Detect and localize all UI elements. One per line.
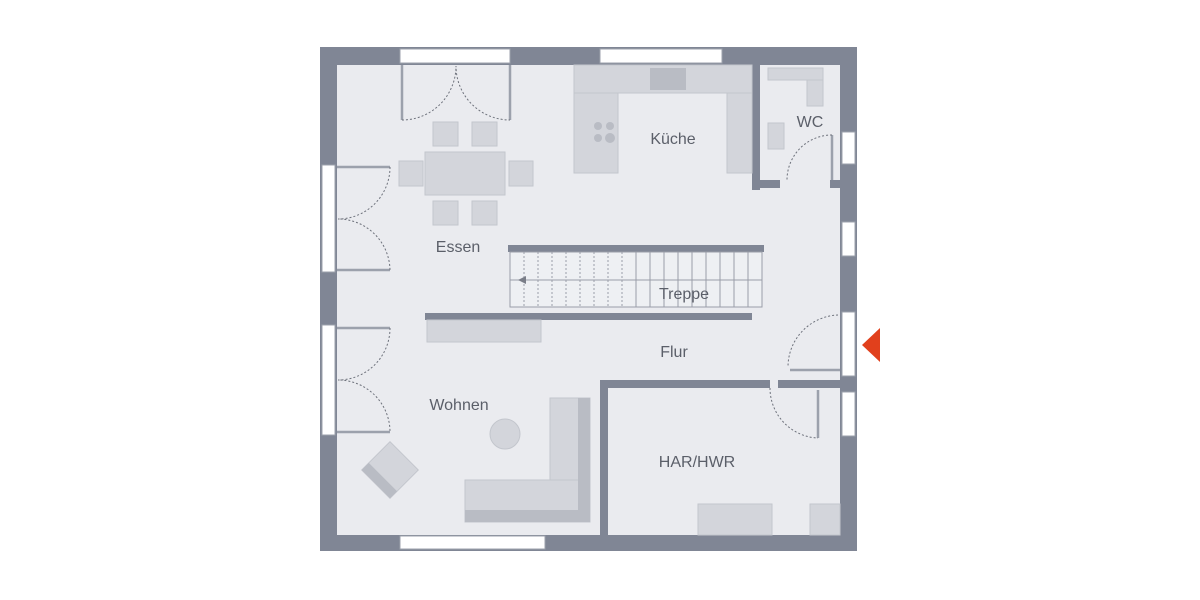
stair-wall xyxy=(425,313,752,320)
utility-furniture xyxy=(697,503,841,536)
dining-furniture xyxy=(398,121,534,226)
toilet xyxy=(806,79,824,107)
chair xyxy=(432,121,459,147)
room-label-wc: WC xyxy=(797,114,824,131)
window xyxy=(599,48,723,64)
chair xyxy=(432,200,459,226)
room-label-living: Wohnen xyxy=(429,397,488,414)
wc-wall xyxy=(760,180,780,188)
room-label-hall: Flur xyxy=(660,344,688,361)
window xyxy=(321,324,336,436)
chair xyxy=(398,160,424,187)
kitchen-furniture xyxy=(573,64,753,174)
utility-wall xyxy=(600,380,608,535)
window xyxy=(399,48,511,64)
front-door-frame xyxy=(841,311,856,377)
armchair xyxy=(361,441,419,499)
stair-direction-arrow-icon xyxy=(518,276,526,284)
cooktop xyxy=(594,122,615,143)
living-furniture xyxy=(361,319,591,523)
chair xyxy=(471,200,498,226)
utility-wall xyxy=(600,380,770,388)
interior-walls xyxy=(425,65,840,535)
wash-basin xyxy=(767,122,785,150)
stair-wall xyxy=(508,245,764,252)
sideboard xyxy=(426,319,542,343)
coffee-table xyxy=(489,418,521,450)
chair xyxy=(508,160,534,187)
window xyxy=(841,221,856,257)
utility-wall xyxy=(778,380,840,388)
room-label-dining: Essen xyxy=(436,239,480,256)
entrance-arrow-icon xyxy=(862,328,880,362)
window xyxy=(399,535,546,550)
sink xyxy=(650,68,686,90)
window xyxy=(321,164,336,273)
room-label-stairs: Treppe xyxy=(659,286,709,303)
room-label-kitchen: Küche xyxy=(650,131,695,148)
doors xyxy=(337,65,840,439)
wc-fixtures xyxy=(767,67,824,150)
room-label-utility: HAR/HWR xyxy=(659,454,735,471)
window xyxy=(841,131,856,165)
chair xyxy=(471,121,498,147)
window xyxy=(841,391,856,437)
wc-wall xyxy=(830,180,840,188)
windows xyxy=(321,48,856,550)
dining-table xyxy=(424,151,506,196)
wc-wall xyxy=(752,65,760,190)
staircase[interactable] xyxy=(509,251,763,308)
